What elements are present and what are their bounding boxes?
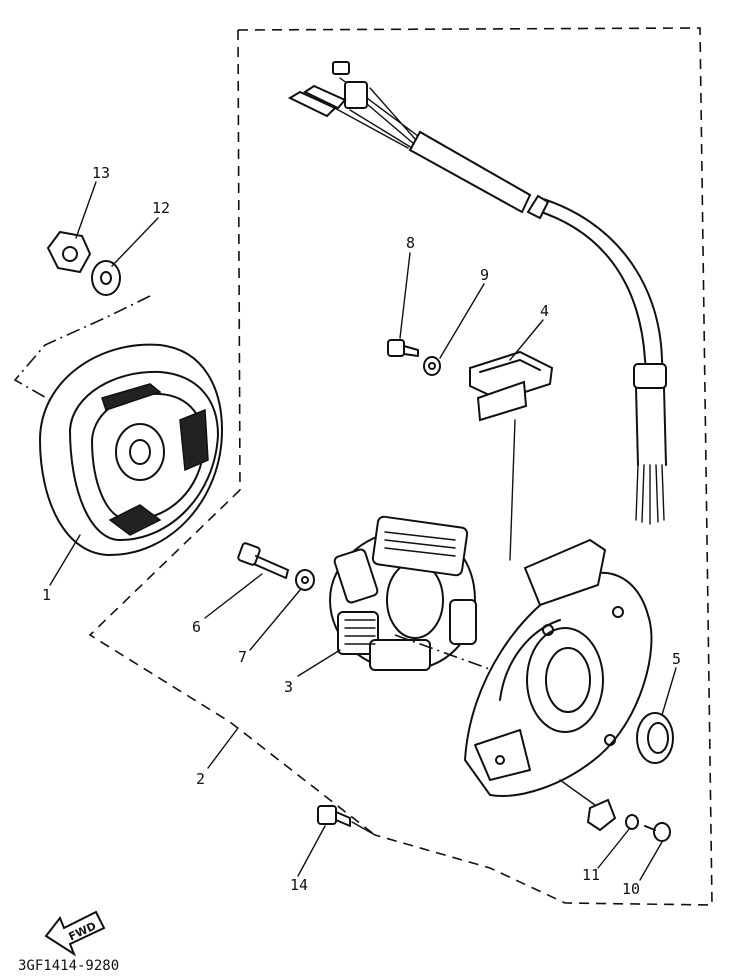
stator-coil-3 (328, 515, 477, 672)
label-part-2: 2 (196, 770, 205, 788)
screw-10 (644, 822, 671, 842)
bolt-14 (317, 805, 376, 836)
washer-9 (423, 356, 441, 376)
lead-clamp (559, 779, 617, 832)
bolt-8 (387, 339, 419, 357)
nut-13 (46, 230, 92, 274)
flywheel-rotor-1 (38, 343, 224, 557)
label-part-6: 6 (192, 618, 201, 636)
label-part-1: 1 (42, 586, 51, 604)
label-part-5: 5 (672, 650, 681, 668)
washer-7 (295, 569, 315, 591)
oil-seal-5 (636, 712, 674, 764)
pickup-coil-4 (469, 350, 554, 561)
assembly-boundary (88, 27, 713, 906)
forward-direction-arrow-icon: FWD (44, 910, 106, 957)
bolt-6 (237, 542, 289, 579)
label-part-9: 9 (480, 266, 489, 284)
flywheel-center-line (13, 295, 151, 401)
label-part-14: 14 (290, 876, 308, 894)
label-part-11: 11 (582, 866, 600, 884)
label-part-8: 8 (406, 234, 415, 252)
label-part-12: 12 (152, 199, 170, 217)
label-part-10: 10 (622, 880, 640, 898)
wire-harness (287, 61, 667, 525)
leader-lines (49, 181, 677, 881)
washer-12 (91, 260, 121, 296)
label-part-13: 13 (92, 164, 110, 182)
washer-11 (625, 814, 639, 830)
label-part-7: 7 (238, 648, 247, 666)
stator-base-2 (463, 538, 653, 797)
drawing-code: 3GF1414-9280 (18, 958, 119, 974)
label-part-3: 3 (284, 678, 293, 696)
label-part-4: 4 (540, 302, 549, 320)
